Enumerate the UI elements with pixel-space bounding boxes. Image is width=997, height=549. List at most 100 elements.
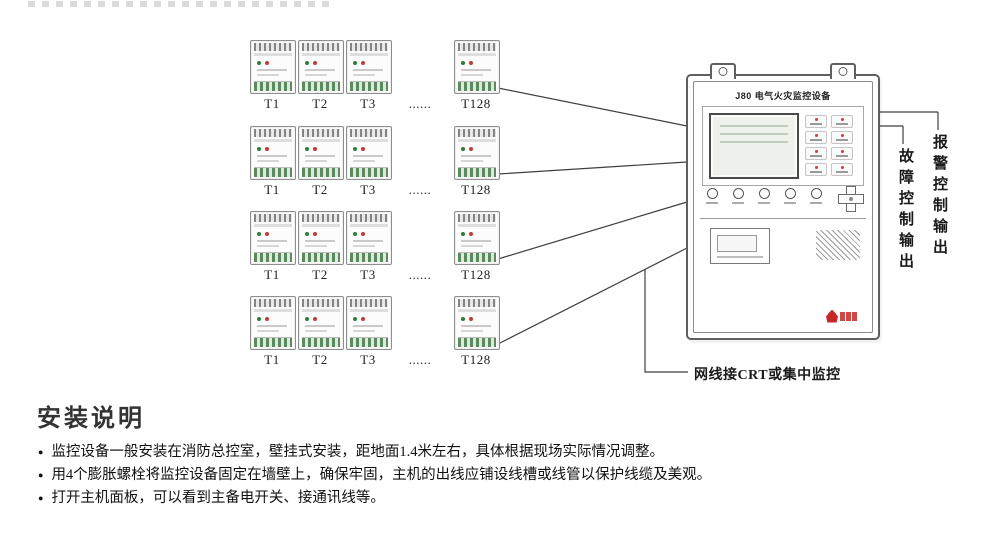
red-lamp-icon	[815, 150, 818, 153]
green-led-icon	[461, 317, 465, 321]
module-label: T2	[312, 267, 328, 282]
red-led-icon	[313, 232, 317, 236]
module-microtext	[353, 240, 383, 242]
module-microtext	[257, 245, 279, 247]
green-led-icon	[305, 147, 309, 151]
green-led-icon	[305, 317, 309, 321]
module-header-strip	[302, 309, 340, 312]
module-microtext	[461, 155, 491, 157]
module-label: T3	[360, 352, 376, 367]
green-led-icon	[461, 232, 465, 236]
module-terminals-top	[350, 129, 388, 137]
lamp-label	[810, 139, 822, 141]
brand-logo	[826, 308, 864, 324]
panel-divider	[700, 218, 866, 219]
green-led-icon	[257, 61, 261, 65]
dpad-control	[838, 186, 864, 212]
module-header-strip	[302, 139, 340, 142]
red-led-icon	[313, 61, 317, 65]
module-terminals-top	[458, 129, 496, 137]
label-fault-control-output: 故障控制输出	[897, 148, 913, 274]
module-header-strip	[458, 53, 496, 56]
mounting-hole-icon	[838, 67, 848, 76]
module-microtext	[353, 245, 375, 247]
red-led-icon	[469, 61, 473, 65]
red-lamp-icon	[841, 118, 844, 121]
module-microtext	[353, 74, 375, 76]
green-led-icon	[257, 147, 261, 151]
green-led-icon	[461, 147, 465, 151]
monitor-module	[250, 296, 296, 350]
module-terminals-bottom	[302, 81, 340, 91]
green-led-icon	[257, 232, 261, 236]
module-microtext	[461, 240, 491, 242]
panel-button	[732, 188, 744, 204]
button-label	[810, 202, 822, 204]
red-led-icon	[265, 147, 269, 151]
lamp-label	[836, 155, 848, 157]
module-microtext	[305, 69, 335, 71]
module-terminals-bottom	[254, 252, 292, 262]
module-microtext	[353, 155, 383, 157]
note-line: ● 监控设备一般安装在消防总控室，壁挂式安装，距地面1.4米左右，具体根据现场实…	[38, 441, 958, 464]
module-microtext	[461, 160, 483, 162]
panel-title: J80 电气火灾监控设备	[735, 91, 831, 101]
module-microtext	[461, 74, 483, 76]
module-microtext	[461, 330, 483, 332]
monitor-module	[454, 211, 500, 265]
module-label: T128	[461, 182, 491, 197]
button-knob-icon	[810, 188, 822, 199]
module-header-strip	[254, 309, 292, 312]
note-text: 打开主机面板，可以看到主备电开关、接通讯线等。	[51, 490, 385, 506]
label-network-crt: 网线接CRT或集中监控	[694, 368, 841, 383]
module-label: T1	[264, 96, 280, 111]
module-header-strip	[350, 309, 388, 312]
module-header-strip	[350, 53, 388, 56]
ellipsis-label: ......	[408, 182, 432, 197]
display-assembly	[702, 106, 864, 186]
red-led-icon	[469, 147, 473, 151]
ellipsis-label: ......	[408, 352, 432, 367]
module-row-1: T1 T2 T3 ...... T128	[250, 40, 510, 114]
indicator-lamp	[831, 131, 853, 144]
green-led-icon	[353, 61, 357, 65]
module-terminals-bottom	[254, 81, 292, 91]
indicator-lamp	[831, 115, 853, 128]
module-terminals-bottom	[302, 252, 340, 262]
red-led-icon	[313, 147, 317, 151]
lamp-label	[810, 123, 822, 125]
monitor-module	[346, 126, 392, 180]
monitor-module	[250, 211, 296, 265]
module-label: T1	[264, 267, 280, 282]
button-knob-icon	[784, 188, 796, 199]
module-header-strip	[350, 139, 388, 142]
red-led-icon	[469, 317, 473, 321]
button-label	[784, 202, 796, 204]
module-terminals-bottom	[350, 337, 388, 347]
module-terminals-bottom	[254, 337, 292, 347]
button-label	[758, 202, 770, 204]
section-heading: 安装说明	[37, 405, 145, 432]
bullet-icon: ●	[38, 470, 44, 480]
module-terminals-top	[254, 214, 292, 222]
module-microtext	[257, 74, 279, 76]
module-microtext	[257, 240, 287, 242]
indicator-lamp	[805, 147, 827, 160]
module-label: T2	[312, 96, 328, 111]
lcd-screen	[709, 113, 799, 179]
module-terminals-bottom	[350, 167, 388, 177]
indicator-lamp	[805, 163, 827, 176]
button-label	[732, 202, 744, 204]
module-label: T128	[461, 267, 491, 282]
ellipsis-label: ......	[408, 96, 432, 111]
panel-button	[758, 188, 770, 204]
panel-button	[810, 188, 822, 204]
module-terminals-bottom	[350, 252, 388, 262]
panel-inner-frame: J80 电气火灾监控设备	[693, 81, 873, 333]
note-line: ● 打开主机面板，可以看到主备电开关、接通讯线等。	[38, 487, 958, 510]
monitoring-device-panel: J80 电气火灾监控设备	[686, 63, 880, 340]
module-microtext	[305, 245, 327, 247]
module-terminals-top	[254, 299, 292, 307]
button-knob-icon	[706, 188, 718, 199]
button-knob-icon	[758, 188, 770, 199]
